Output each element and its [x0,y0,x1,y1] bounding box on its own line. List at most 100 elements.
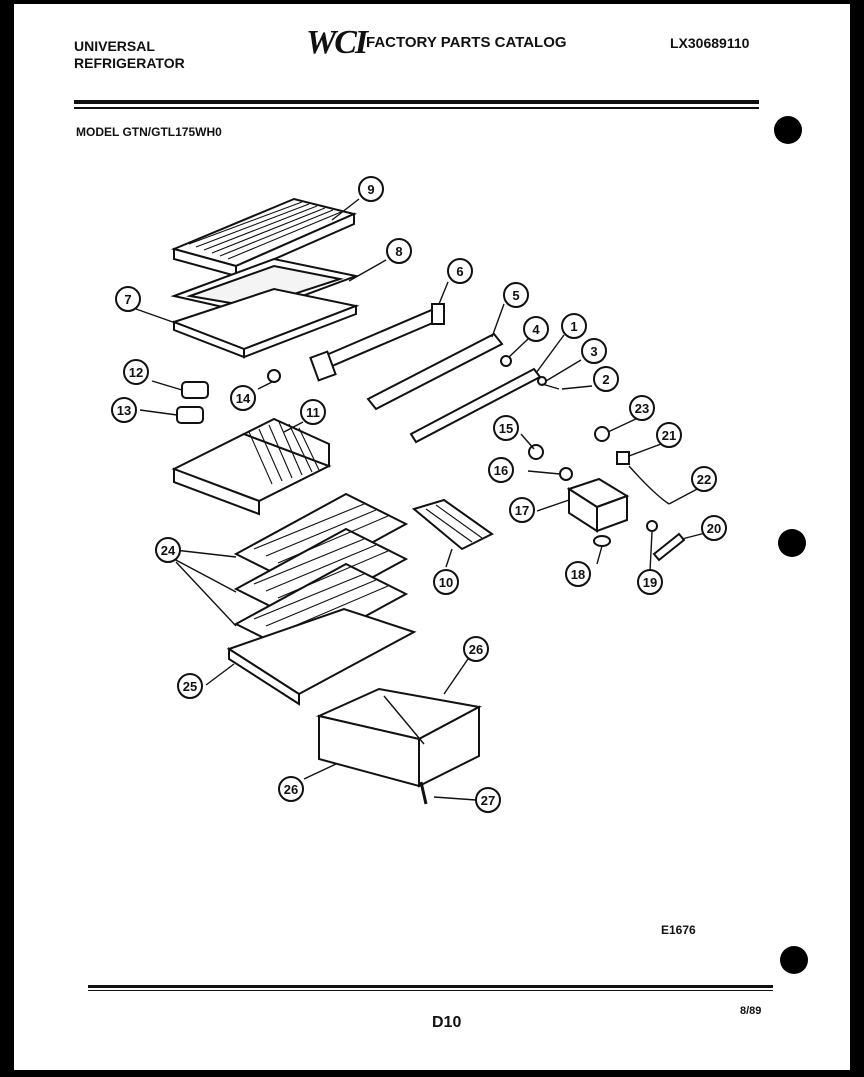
punch-hole-middle [778,529,806,557]
callout-14: 14 [230,385,256,411]
part-4-clip [500,355,512,367]
model-label: MODEL GTN/GTL175WH0 [76,125,222,139]
wci-logo: WCI [306,24,368,61]
part-12-bracket [181,381,209,399]
callout-24: 24 [155,537,181,563]
svg-text:24: 24 [161,543,176,558]
part-6-support-rail [309,303,445,382]
catalog-number: LX30689110 [670,35,750,51]
exploded-parts-diagram: 1 2 3 4 5 6 7 8 9 10 11 12 13 14 15 16 1… [111,176,727,813]
part-8-glass-frame [170,257,360,316]
header-rule [74,100,759,104]
part-14-cap [267,369,281,383]
svg-text:19: 19 [643,575,657,590]
part-17-light-housing [566,477,630,533]
svg-text:21: 21 [662,428,676,443]
footer-rule [88,985,773,988]
brand-name-line1: UNIVERSAL [74,38,155,54]
svg-text:14: 14 [236,391,251,406]
callout-3: 3 [581,338,607,364]
svg-text:27: 27 [481,793,495,808]
punch-hole-top [774,116,802,144]
svg-text:7: 7 [124,292,131,307]
catalog-sheet: UNIVERSAL REFRIGERATOR WCI FACTORY PARTS… [14,4,850,1070]
svg-text:9: 9 [367,182,374,197]
punch-hole-bottom [780,946,808,974]
part-25-crisper-cover [226,607,417,706]
callout-7: 7 [115,286,141,312]
callout-11: 11 [300,399,326,425]
svg-text:8: 8 [395,244,402,259]
part-9-shelf-cover [170,197,358,278]
svg-text:16: 16 [494,463,508,478]
svg-text:13: 13 [117,403,131,418]
svg-text:10: 10 [439,575,453,590]
svg-text:4: 4 [532,322,540,337]
callout-6: 6 [447,258,473,284]
part-10-ice-tray [411,498,494,551]
svg-text:11: 11 [306,405,320,420]
footer-rule-thin [88,990,773,991]
callout-22: 22 [691,466,717,492]
part-15-light-bulb [528,444,544,460]
part-11-wire-shelf [171,417,332,516]
part-5-shelf-slide [366,332,504,411]
part-21-socket-clip [616,451,630,465]
callout-12: 12 [123,359,149,385]
callout-26b: 26 [463,636,489,662]
callout-2: 2 [593,366,619,392]
catalog-title: FACTORY PARTS CATALOG [366,34,567,51]
part-18-grommet [593,535,611,547]
part-20-light-shield [652,532,686,562]
svg-text:15: 15 [499,421,513,436]
diagram-code: E1676 [661,923,696,937]
header-rule-thin [74,107,759,109]
svg-text:12: 12 [129,365,143,380]
callout-27: 27 [475,787,501,813]
page-date: 8/89 [740,1005,762,1017]
callout-16: 16 [488,457,514,483]
part-3-nut [537,376,547,386]
part-22-wire-harness [628,465,670,505]
callout-5: 5 [503,282,529,308]
svg-text:18: 18 [571,567,585,582]
callout-18: 18 [565,561,591,587]
part-13-bracket [176,406,204,424]
callout-25: 25 [177,673,203,699]
callout-10: 10 [433,569,459,595]
page-number: D10 [432,1014,462,1031]
part-27-slide-pin [419,781,428,805]
svg-text:2: 2 [602,372,609,387]
part-7-shelf-frame [171,287,360,359]
callout-26a: 26 [278,776,304,802]
callout-13: 13 [111,397,137,423]
part-2-screw [541,383,560,390]
callout-9: 9 [358,176,384,202]
callouts: 1 2 3 4 5 6 7 8 9 10 11 12 13 14 15 16 1… [111,176,727,813]
svg-text:3: 3 [590,344,597,359]
svg-text:26: 26 [284,782,298,797]
callout-19: 19 [637,569,663,595]
svg-text:5: 5 [512,288,519,303]
part-23-thermostat-knob [594,426,610,442]
svg-text:25: 25 [183,679,197,694]
svg-text:23: 23 [635,401,649,416]
svg-text:17: 17 [515,503,529,518]
svg-text:1: 1 [570,319,577,334]
callout-1: 1 [561,313,587,339]
part-19-switch [646,520,658,532]
brand-name-line2: REFRIGERATOR [74,55,185,71]
callout-15: 15 [493,415,519,441]
callout-20: 20 [701,515,727,541]
part-16-socket [559,467,573,481]
svg-text:20: 20 [707,521,721,536]
svg-text:6: 6 [456,264,463,279]
svg-text:22: 22 [697,472,711,487]
svg-text:26: 26 [469,642,483,657]
callout-8: 8 [386,238,412,264]
callout-21: 21 [656,422,682,448]
part-26-crisper-pans [315,687,483,788]
callout-23: 23 [629,395,655,421]
callout-17: 17 [509,497,535,523]
